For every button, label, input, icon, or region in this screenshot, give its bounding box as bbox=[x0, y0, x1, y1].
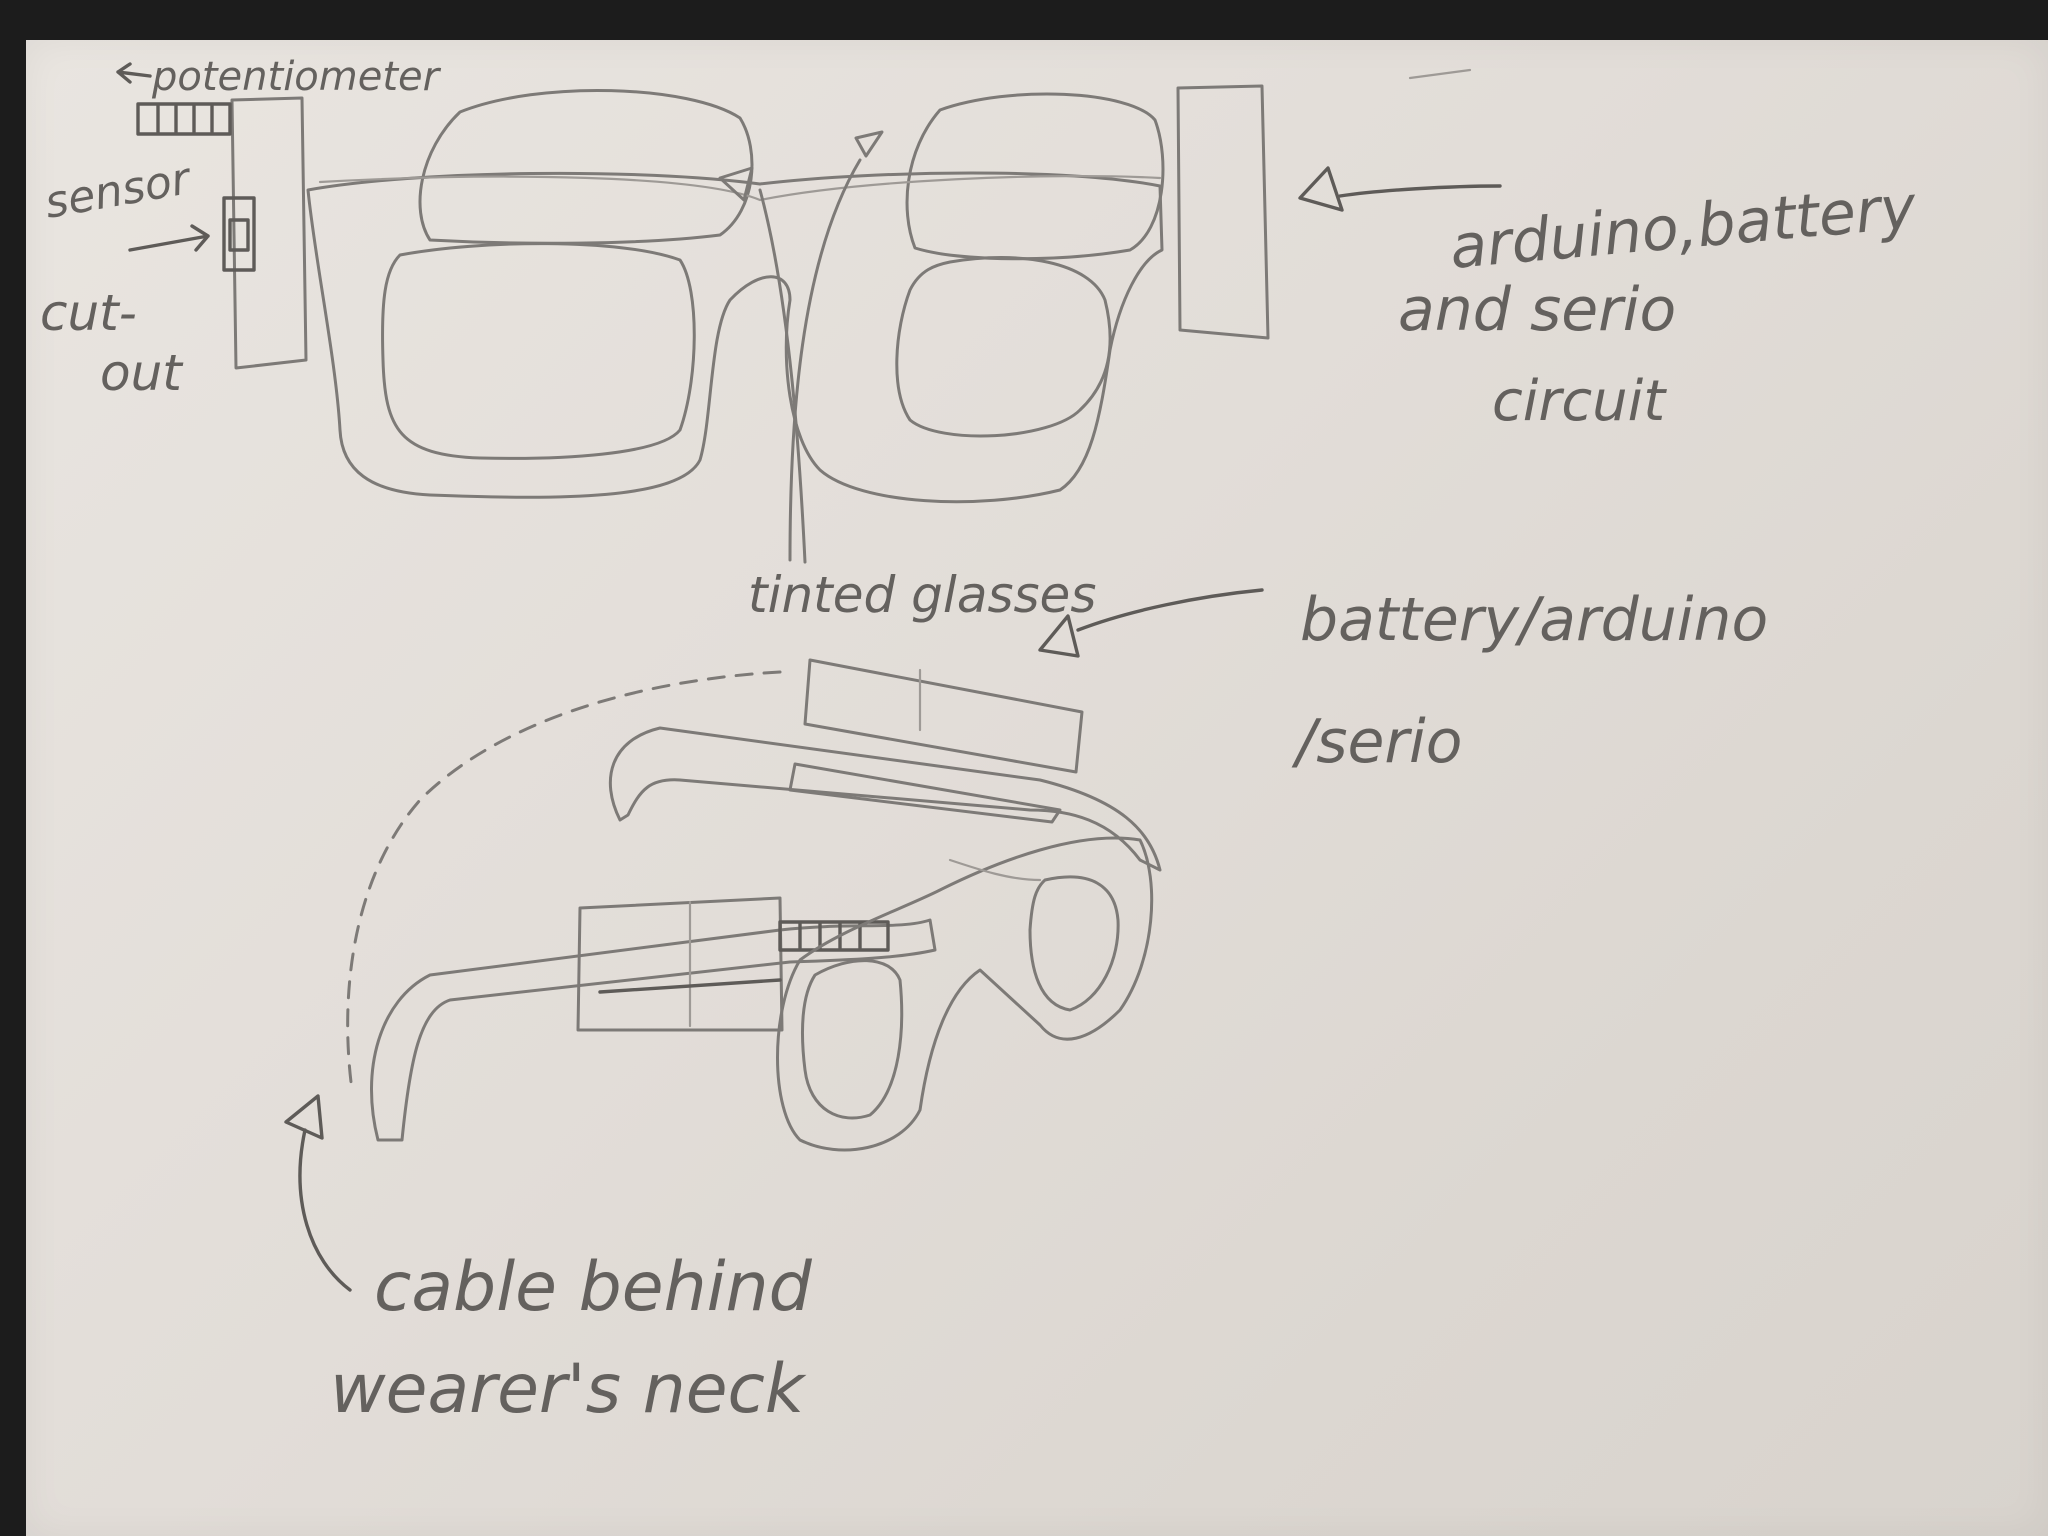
front-right-lens bbox=[897, 258, 1110, 436]
label-arduino-2: and serio bbox=[1398, 275, 1676, 345]
front-left-module bbox=[232, 98, 306, 368]
label-tinted-glasses: tinted glasses bbox=[748, 566, 1096, 624]
battery-arrow bbox=[1078, 590, 1262, 630]
cable-arrow bbox=[300, 1130, 350, 1290]
label-cut-out-1: cut- bbox=[40, 284, 137, 342]
front-left-lens bbox=[383, 244, 695, 459]
front-right-module bbox=[1178, 86, 1268, 338]
label-sensor: sensor bbox=[41, 153, 196, 229]
label-arduino-3: circuit bbox=[1492, 369, 1667, 434]
side-right-lens bbox=[1030, 877, 1118, 1010]
front-left-tint bbox=[420, 90, 752, 243]
label-battery-1: battery/arduino bbox=[1300, 585, 1768, 655]
front-view-glasses bbox=[138, 70, 1470, 502]
potentiometer-arrow bbox=[118, 64, 150, 82]
side-left-lens bbox=[802, 961, 901, 1118]
side-upper-module bbox=[805, 660, 1082, 772]
arduino-arrow bbox=[1340, 186, 1500, 196]
front-potentiometer bbox=[138, 104, 230, 134]
label-arduino-1: arduino,battery bbox=[1447, 172, 1920, 283]
label-cable-2: wearer's neck bbox=[330, 1350, 807, 1429]
side-lower-module bbox=[578, 898, 782, 1030]
label-potentiometer: potentiometer bbox=[151, 54, 442, 100]
label-battery-2: /serio bbox=[1291, 707, 1462, 777]
handwritten-labels: potentiometer sensor cut- out arduino,ba… bbox=[40, 54, 1920, 1429]
side-annotations bbox=[286, 590, 1262, 1290]
label-cut-out-2: out bbox=[100, 344, 184, 402]
side-view-glasses bbox=[348, 660, 1160, 1150]
label-cable-1: cable behind bbox=[374, 1248, 813, 1327]
sensor-arrow bbox=[130, 226, 208, 250]
